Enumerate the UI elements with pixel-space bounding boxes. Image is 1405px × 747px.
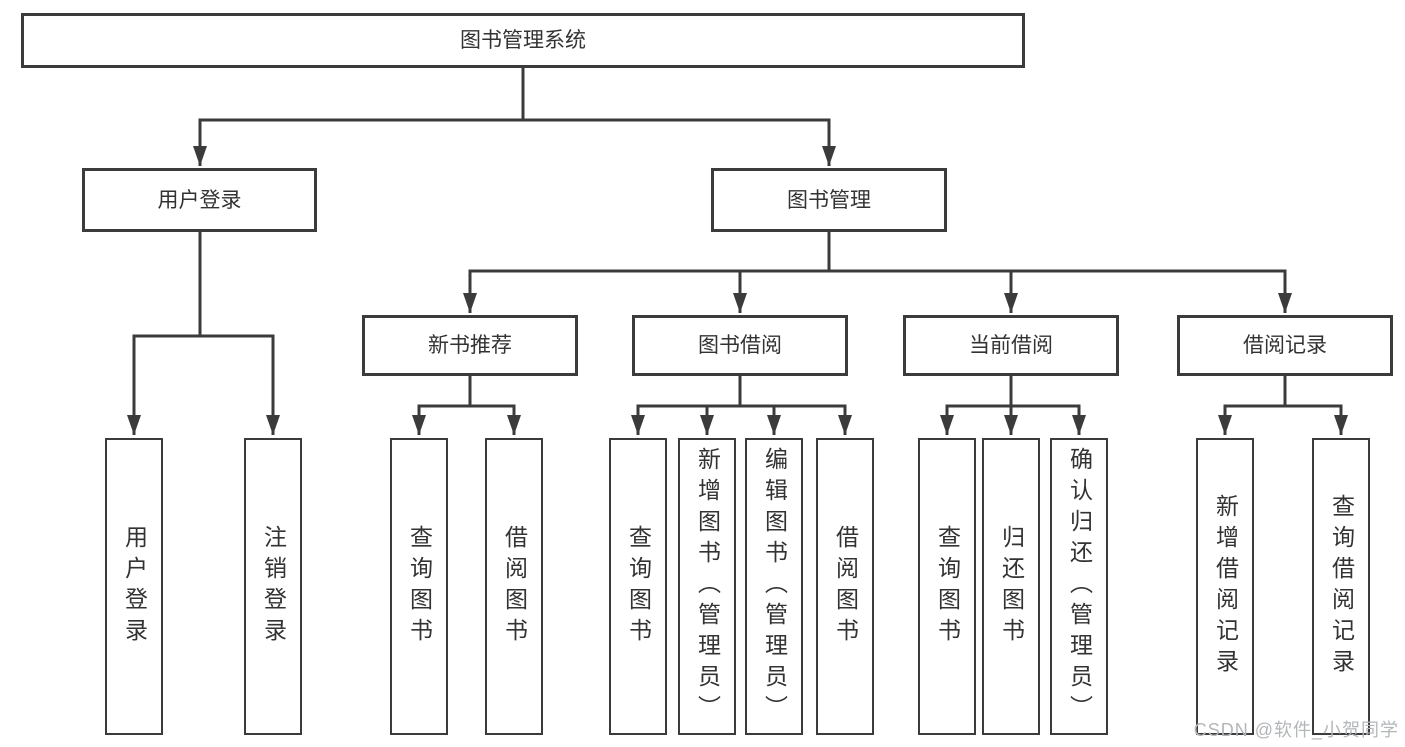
node-current-borrow-label: 当前借阅 [969, 334, 1053, 357]
leaf-query-books-3: 查询图书 [918, 438, 976, 735]
node-book-management: 图书管理 [711, 168, 947, 232]
node-root-system: 图书管理系统 [21, 13, 1025, 68]
leaf-add-books-admin: 新增图书（管理员） [678, 438, 736, 735]
node-user-login-branch-label: 用户登录 [157, 188, 242, 212]
node-root-system-label: 图书管理系统 [460, 29, 586, 52]
leaf-query-books-1: 查询图书 [390, 438, 448, 735]
node-new-book-recommend-label: 新书推荐 [428, 334, 512, 357]
leaf-add-borrow-record: 新增借阅记录 [1196, 438, 1254, 735]
leaf-borrow-books-1-label: 借阅图书 [501, 524, 528, 649]
node-book-management-label: 图书管理 [787, 188, 871, 212]
leaf-query-books-2-label: 查询图书 [625, 524, 652, 649]
leaf-query-borrow-record: 查询借阅记录 [1312, 438, 1370, 735]
leaf-query-books-1-label: 查询图书 [406, 524, 433, 649]
leaf-user-login: 用户登录 [105, 438, 163, 735]
node-book-borrow-label: 图书借阅 [698, 334, 782, 357]
leaf-user-login-label: 用户登录 [121, 524, 148, 649]
leaf-query-books-2: 查询图书 [609, 438, 667, 735]
leaf-borrow-books-2-label: 借阅图书 [832, 524, 859, 649]
node-current-borrow: 当前借阅 [903, 315, 1119, 376]
leaf-edit-books-admin-label: 编辑图书（管理员） [761, 447, 788, 726]
node-borrow-record: 借阅记录 [1177, 315, 1393, 376]
leaf-logout-label: 注销登录 [260, 524, 287, 649]
leaf-confirm-return-admin: 确认归还（管理员） [1050, 438, 1108, 735]
leaf-add-borrow-record-label: 新增借阅记录 [1212, 493, 1239, 680]
leaf-return-books: 归还图书 [982, 438, 1040, 735]
node-user-login-branch: 用户登录 [82, 168, 317, 232]
leaf-query-books-3-label: 查询图书 [934, 524, 961, 649]
leaf-query-borrow-record-label: 查询借阅记录 [1328, 493, 1355, 680]
csdn-watermark: CSDN @软件_小贺同学 [1193, 720, 1399, 740]
leaf-return-books-label: 归还图书 [998, 524, 1025, 649]
node-new-book-recommend: 新书推荐 [362, 315, 578, 376]
node-borrow-record-label: 借阅记录 [1243, 334, 1327, 357]
node-book-borrow: 图书借阅 [632, 315, 848, 376]
leaf-borrow-books-1: 借阅图书 [485, 438, 543, 735]
leaf-add-books-admin-label: 新增图书（管理员） [694, 447, 721, 726]
leaf-confirm-return-admin-label: 确认归还（管理员） [1066, 447, 1093, 726]
leaf-logout: 注销登录 [244, 438, 302, 735]
leaf-edit-books-admin: 编辑图书（管理员） [745, 438, 803, 735]
leaf-borrow-books-2: 借阅图书 [816, 438, 874, 735]
